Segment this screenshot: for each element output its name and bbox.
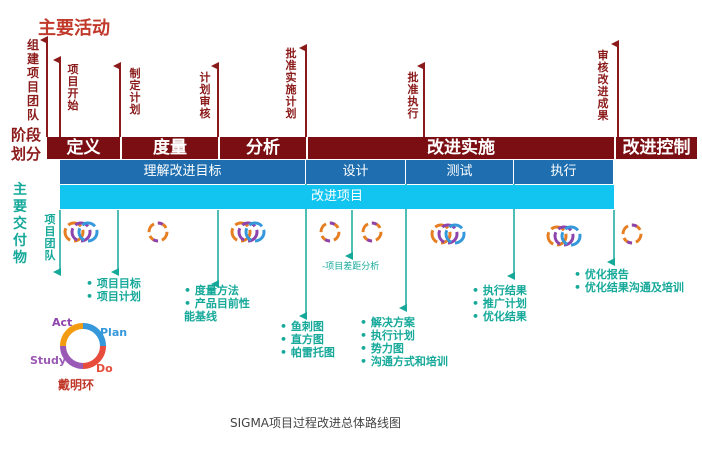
phase-improve: 改进实施 <box>308 137 616 159</box>
subphase-execute: 执行 <box>514 160 614 184</box>
deliverables-test: 执行结果 推广计划 优化结果 <box>472 284 527 323</box>
cycle-icon <box>361 221 383 243</box>
list-item: 度量方法 <box>184 284 260 297</box>
milestone-label: 项目开始 <box>67 63 79 112</box>
pdsa-cycle-icon <box>60 323 106 369</box>
diagram-caption: SIGMA项目过程改进总体路线图 <box>230 416 402 430</box>
cycle-icon <box>546 225 582 247</box>
pdsa-do: Do <box>96 362 113 375</box>
cycle-icon <box>230 221 266 243</box>
phase-control: 改进控制 <box>622 138 691 158</box>
list-item: 推广计划 <box>472 297 527 310</box>
phase-analyze: 分析 <box>220 137 308 159</box>
list-item: 帕雷托图 <box>280 346 335 359</box>
deliverables-measure: 度量方法 产品目前性能基线 <box>184 284 260 323</box>
list-item: 解决方案 <box>360 316 448 329</box>
cycle-icon <box>319 221 341 243</box>
main-activity-title: 主要活动 <box>38 18 110 39</box>
cycle-icon <box>63 221 99 243</box>
list-item: 势力图 <box>360 342 448 355</box>
milestone-label: 计划审核 <box>199 71 211 120</box>
milestone-label: 批准实施计划 <box>285 47 297 120</box>
team-label: 项目团队 <box>44 213 56 262</box>
milestone-label: 审核改进成果 <box>597 49 609 122</box>
milestone-label: 批准执行 <box>407 71 419 120</box>
list-item: 沟通方式和培训 <box>360 355 448 368</box>
improvement-project-bar: 改进项目 <box>60 185 614 209</box>
deliverables-analyze: 鱼刺图 直方图 帕雷托图 <box>280 320 335 359</box>
deliverables-control: 优化报告 优化结果沟通及培训 <box>574 268 684 294</box>
list-item: 产品目前性能基线 <box>184 297 260 323</box>
list-item: 执行结果 <box>472 284 527 297</box>
pdsa-act: Act <box>52 316 73 329</box>
milestone-label: 组建项目团队 <box>26 38 39 122</box>
phase-measure: 度量 <box>122 137 220 159</box>
list-item: 项目目标 <box>86 277 141 290</box>
cycle-icon <box>430 223 466 245</box>
subphase-design: 设计 <box>306 160 406 184</box>
phase-define: 定义 <box>47 137 122 159</box>
deliverables-label: 主要交付物 <box>13 182 27 266</box>
list-item: 项目计划 <box>86 290 141 303</box>
cycle-icon <box>147 221 169 243</box>
pdsa-name: 戴明环 <box>58 378 95 392</box>
gap-analysis-label: -项目差距分析 <box>322 262 380 272</box>
list-item: 优化报告 <box>574 268 684 281</box>
cycle-icon <box>621 223 643 245</box>
list-item: 直方图 <box>280 333 335 346</box>
milestone-label: 制定计划 <box>129 67 141 116</box>
pdsa-study: Study <box>30 354 67 367</box>
phase-label: 阶段划分 <box>10 126 41 163</box>
list-item: 优化结果 <box>472 310 527 323</box>
pdsa-plan: Plan <box>100 326 128 339</box>
deliverables-define: 项目目标 项目计划 <box>86 277 141 303</box>
phase-bar <box>47 137 697 159</box>
list-item: 鱼刺图 <box>280 320 335 333</box>
subphase-understand: 理解改进目标 <box>60 160 306 184</box>
deliverables-improve: 解决方案 执行计划 势力图 沟通方式和培训 <box>360 316 448 368</box>
subphase-test: 测试 <box>406 160 514 184</box>
list-item: 优化结果沟通及培训 <box>574 281 684 294</box>
list-item: 执行计划 <box>360 329 448 342</box>
